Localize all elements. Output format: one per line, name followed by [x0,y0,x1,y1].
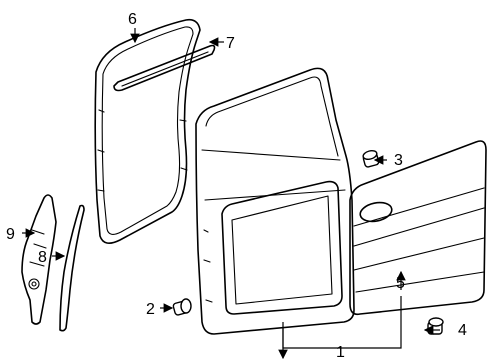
clip-part-2 [172,298,192,316]
callout-4: 4 [458,322,467,339]
door-shell [195,67,355,335]
callout-5: 5 [396,275,405,292]
callout-2: 2 [146,301,155,318]
glass-run-strip [113,44,216,92]
callout-7: 7 [226,35,235,52]
clip-part-3 [362,150,380,168]
callout-8: 8 [38,249,47,266]
callout-9: 9 [6,226,15,243]
leader-lines [22,28,440,358]
outer-door-panel [349,140,487,316]
callout-6: 6 [128,11,137,28]
callout-3: 3 [394,152,403,169]
callout-1: 1 [336,344,345,360]
weatherstrip-loop [94,18,201,244]
clip-part-4 [427,317,444,335]
pillar-seal-strip [59,204,85,332]
